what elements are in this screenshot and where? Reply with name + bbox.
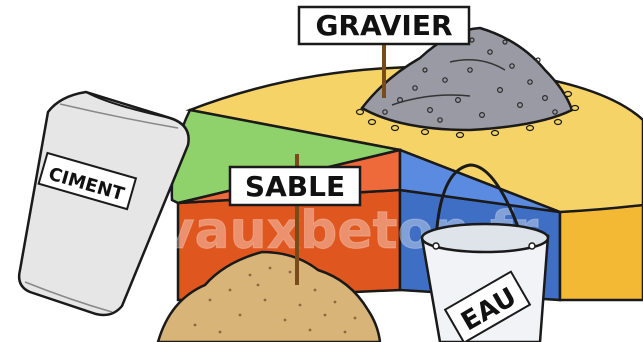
gravier-label: GRAVIER (315, 9, 452, 42)
pie-side-yellow (560, 205, 643, 300)
sable-label: SABLE (245, 170, 345, 203)
ciment-bag: CIMENT (19, 92, 189, 315)
